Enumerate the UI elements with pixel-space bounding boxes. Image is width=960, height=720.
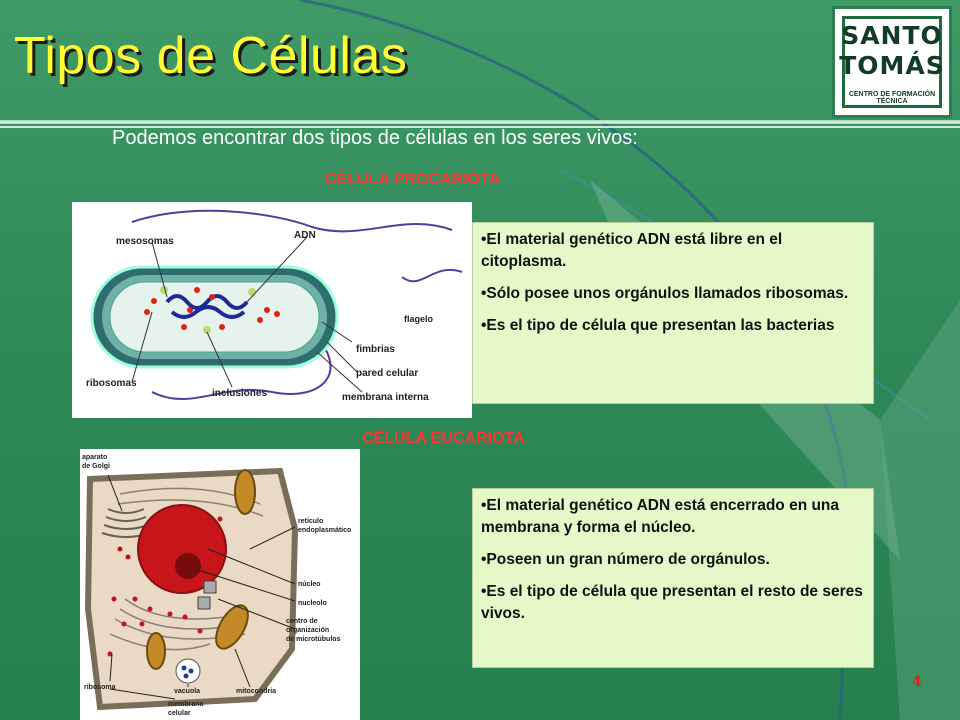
label-reticulo2: endoplasmático	[298, 527, 351, 534]
label-mesosomas: mesosomas	[116, 236, 174, 247]
prokaryote-bullet-2: •Sólo posee unos orgánulos llamados ribo…	[481, 285, 849, 302]
eukaryote-bullet-1: •El material genético ADN está encerrado…	[481, 497, 840, 536]
label-flagelo: flagelo	[404, 314, 434, 324]
label-centro3: de microtúbulos	[286, 636, 341, 643]
label-vacuola: vacuola	[174, 688, 200, 695]
label-ribosomas: ribosomas	[86, 378, 137, 389]
label-inclusiones: inclusiones	[212, 388, 267, 399]
label-adn: ADN	[294, 230, 316, 241]
prokaryote-bullet-3: •Es el tipo de célula que presentan las …	[481, 317, 835, 334]
label-centro2: organización	[286, 627, 329, 634]
label-golgi1: aparato	[82, 454, 107, 461]
label-reticulo1: retículo	[298, 518, 323, 525]
prokaryote-bullet-1: •El material genético ADN está libre en …	[481, 231, 783, 270]
label-mitocondria: mitocondria	[236, 688, 276, 695]
prokaryote-heading: CÉLULA PROCARIOTA	[325, 171, 501, 188]
label-golgi2: de Golgi	[82, 463, 110, 470]
logo-line1: SANTO	[841, 21, 943, 50]
eukaryote-panel: •El material genético ADN está encerrado…	[472, 488, 874, 668]
logo-line3: CENTRO DE FORMACIÓN TÉCNICA	[848, 91, 936, 105]
eukaryote-bullet-2: •Poseen un gran número de orgánulos.	[481, 551, 770, 568]
label-pared: pared celular	[356, 368, 418, 379]
intro-text: Podemos encontrar dos tipos de células e…	[112, 127, 638, 149]
page-number: 4	[912, 674, 922, 690]
label-nucleo: núcleo	[298, 581, 321, 588]
label-membrana1: membrana	[168, 701, 204, 708]
label-nucleolo: nucleolo	[298, 600, 327, 607]
divider	[0, 120, 960, 124]
prokaryote-panel: •El material genético ADN está libre en …	[472, 222, 874, 404]
label-fimbrias: fimbrias	[356, 344, 395, 355]
eukaryote-bullet-3: •Es el tipo de célula que presentan el r…	[481, 583, 863, 622]
label-membrana2: celular	[168, 710, 191, 717]
logo-line2: TOMÁS	[839, 51, 945, 80]
label-centro1: centro de	[286, 618, 318, 625]
label-membrana: membrana interna	[342, 392, 429, 403]
santo-tomas-logo: SANTO TOMÁS CENTRO DE FORMACIÓN TÉCNICA	[832, 6, 952, 118]
label-ribosoma: ribosoma	[84, 684, 116, 691]
slide-title: Tipos de Células	[14, 27, 408, 85]
divider-thin	[0, 126, 960, 128]
prokaryote-diagram: mesosomas ADN flagelo fimbrias pared cel…	[72, 202, 472, 418]
eukaryote-diagram: aparato de Golgi retículo endoplasmático…	[80, 449, 360, 720]
eukaryote-heading: CÉLULA EUCARIOTA	[362, 430, 525, 447]
